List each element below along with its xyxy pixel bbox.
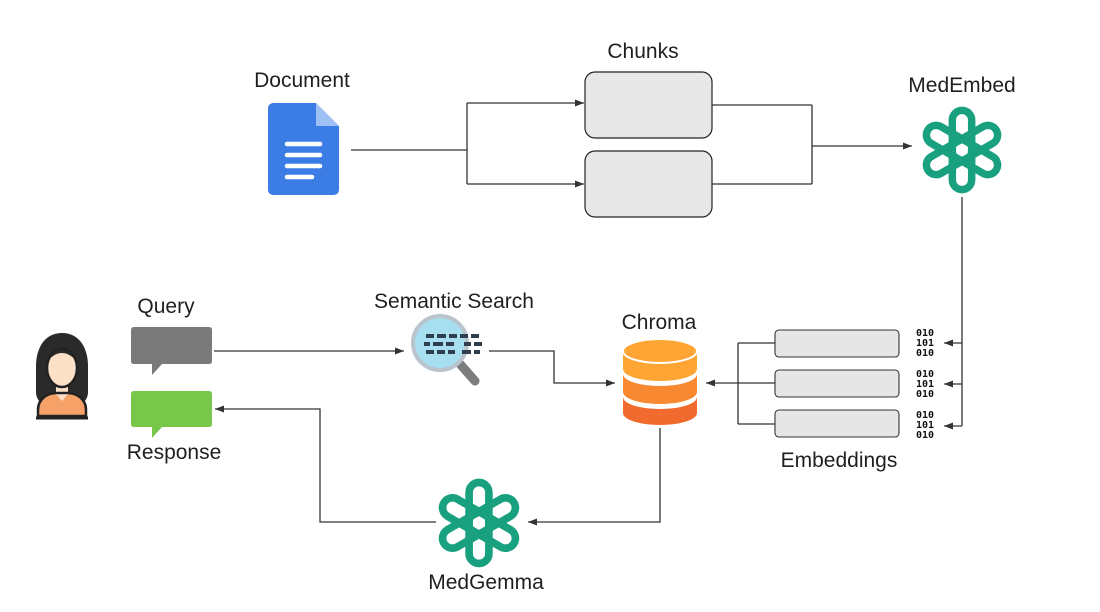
chroma-database-icon bbox=[622, 338, 698, 425]
query-label: Query bbox=[137, 295, 195, 318]
medgemma-label: MedGemma bbox=[428, 571, 544, 594]
embedding-box bbox=[774, 329, 900, 358]
query-bubble-icon bbox=[131, 327, 212, 375]
chunk-box bbox=[584, 150, 713, 218]
user-avatar-icon bbox=[36, 333, 88, 420]
binary-vector-icon: 010 101 010 bbox=[916, 369, 934, 400]
chunks-to-medembed-connector bbox=[712, 104, 912, 185]
svg-text:010: 010 bbox=[916, 369, 934, 380]
medembed-label: MedEmbed bbox=[908, 74, 1015, 97]
embeddings-to-chroma-connector bbox=[706, 342, 775, 425]
medgemma-to-response-connector bbox=[215, 405, 436, 523]
medembed-model-icon bbox=[923, 110, 1001, 189]
document-label: Document bbox=[254, 69, 350, 92]
chunks-label: Chunks bbox=[607, 40, 678, 63]
document-to-chunks-connector bbox=[351, 99, 584, 188]
svg-text:010: 010 bbox=[916, 430, 934, 441]
svg-text:010: 010 bbox=[916, 328, 934, 339]
magnifier-icon bbox=[411, 314, 482, 386]
embedding-box bbox=[774, 409, 900, 438]
document-icon bbox=[268, 103, 339, 195]
chroma-label: Chroma bbox=[622, 311, 697, 334]
svg-text:101: 101 bbox=[916, 379, 934, 390]
svg-text:010: 010 bbox=[916, 348, 934, 359]
binary-vector-icon: 010 101 010 bbox=[916, 410, 934, 441]
chroma-to-medgemma-connector bbox=[528, 428, 661, 526]
response-bubble-icon bbox=[131, 391, 212, 438]
embedding-box bbox=[774, 369, 900, 398]
medgemma-model-icon bbox=[439, 483, 519, 564]
response-label: Response bbox=[127, 441, 222, 464]
binary-vector-icon: 010 101 010 bbox=[916, 328, 934, 359]
svg-text:101: 101 bbox=[916, 420, 934, 431]
search-to-chroma-connector bbox=[489, 350, 615, 387]
chunk-box bbox=[584, 71, 713, 139]
medembed-to-embeddings-connector bbox=[944, 197, 963, 430]
svg-text:010: 010 bbox=[916, 410, 934, 421]
svg-text:101: 101 bbox=[916, 338, 934, 349]
semantic-search-label: Semantic Search bbox=[374, 290, 534, 313]
embeddings-label: Embeddings bbox=[781, 449, 898, 472]
svg-text:010: 010 bbox=[916, 389, 934, 400]
